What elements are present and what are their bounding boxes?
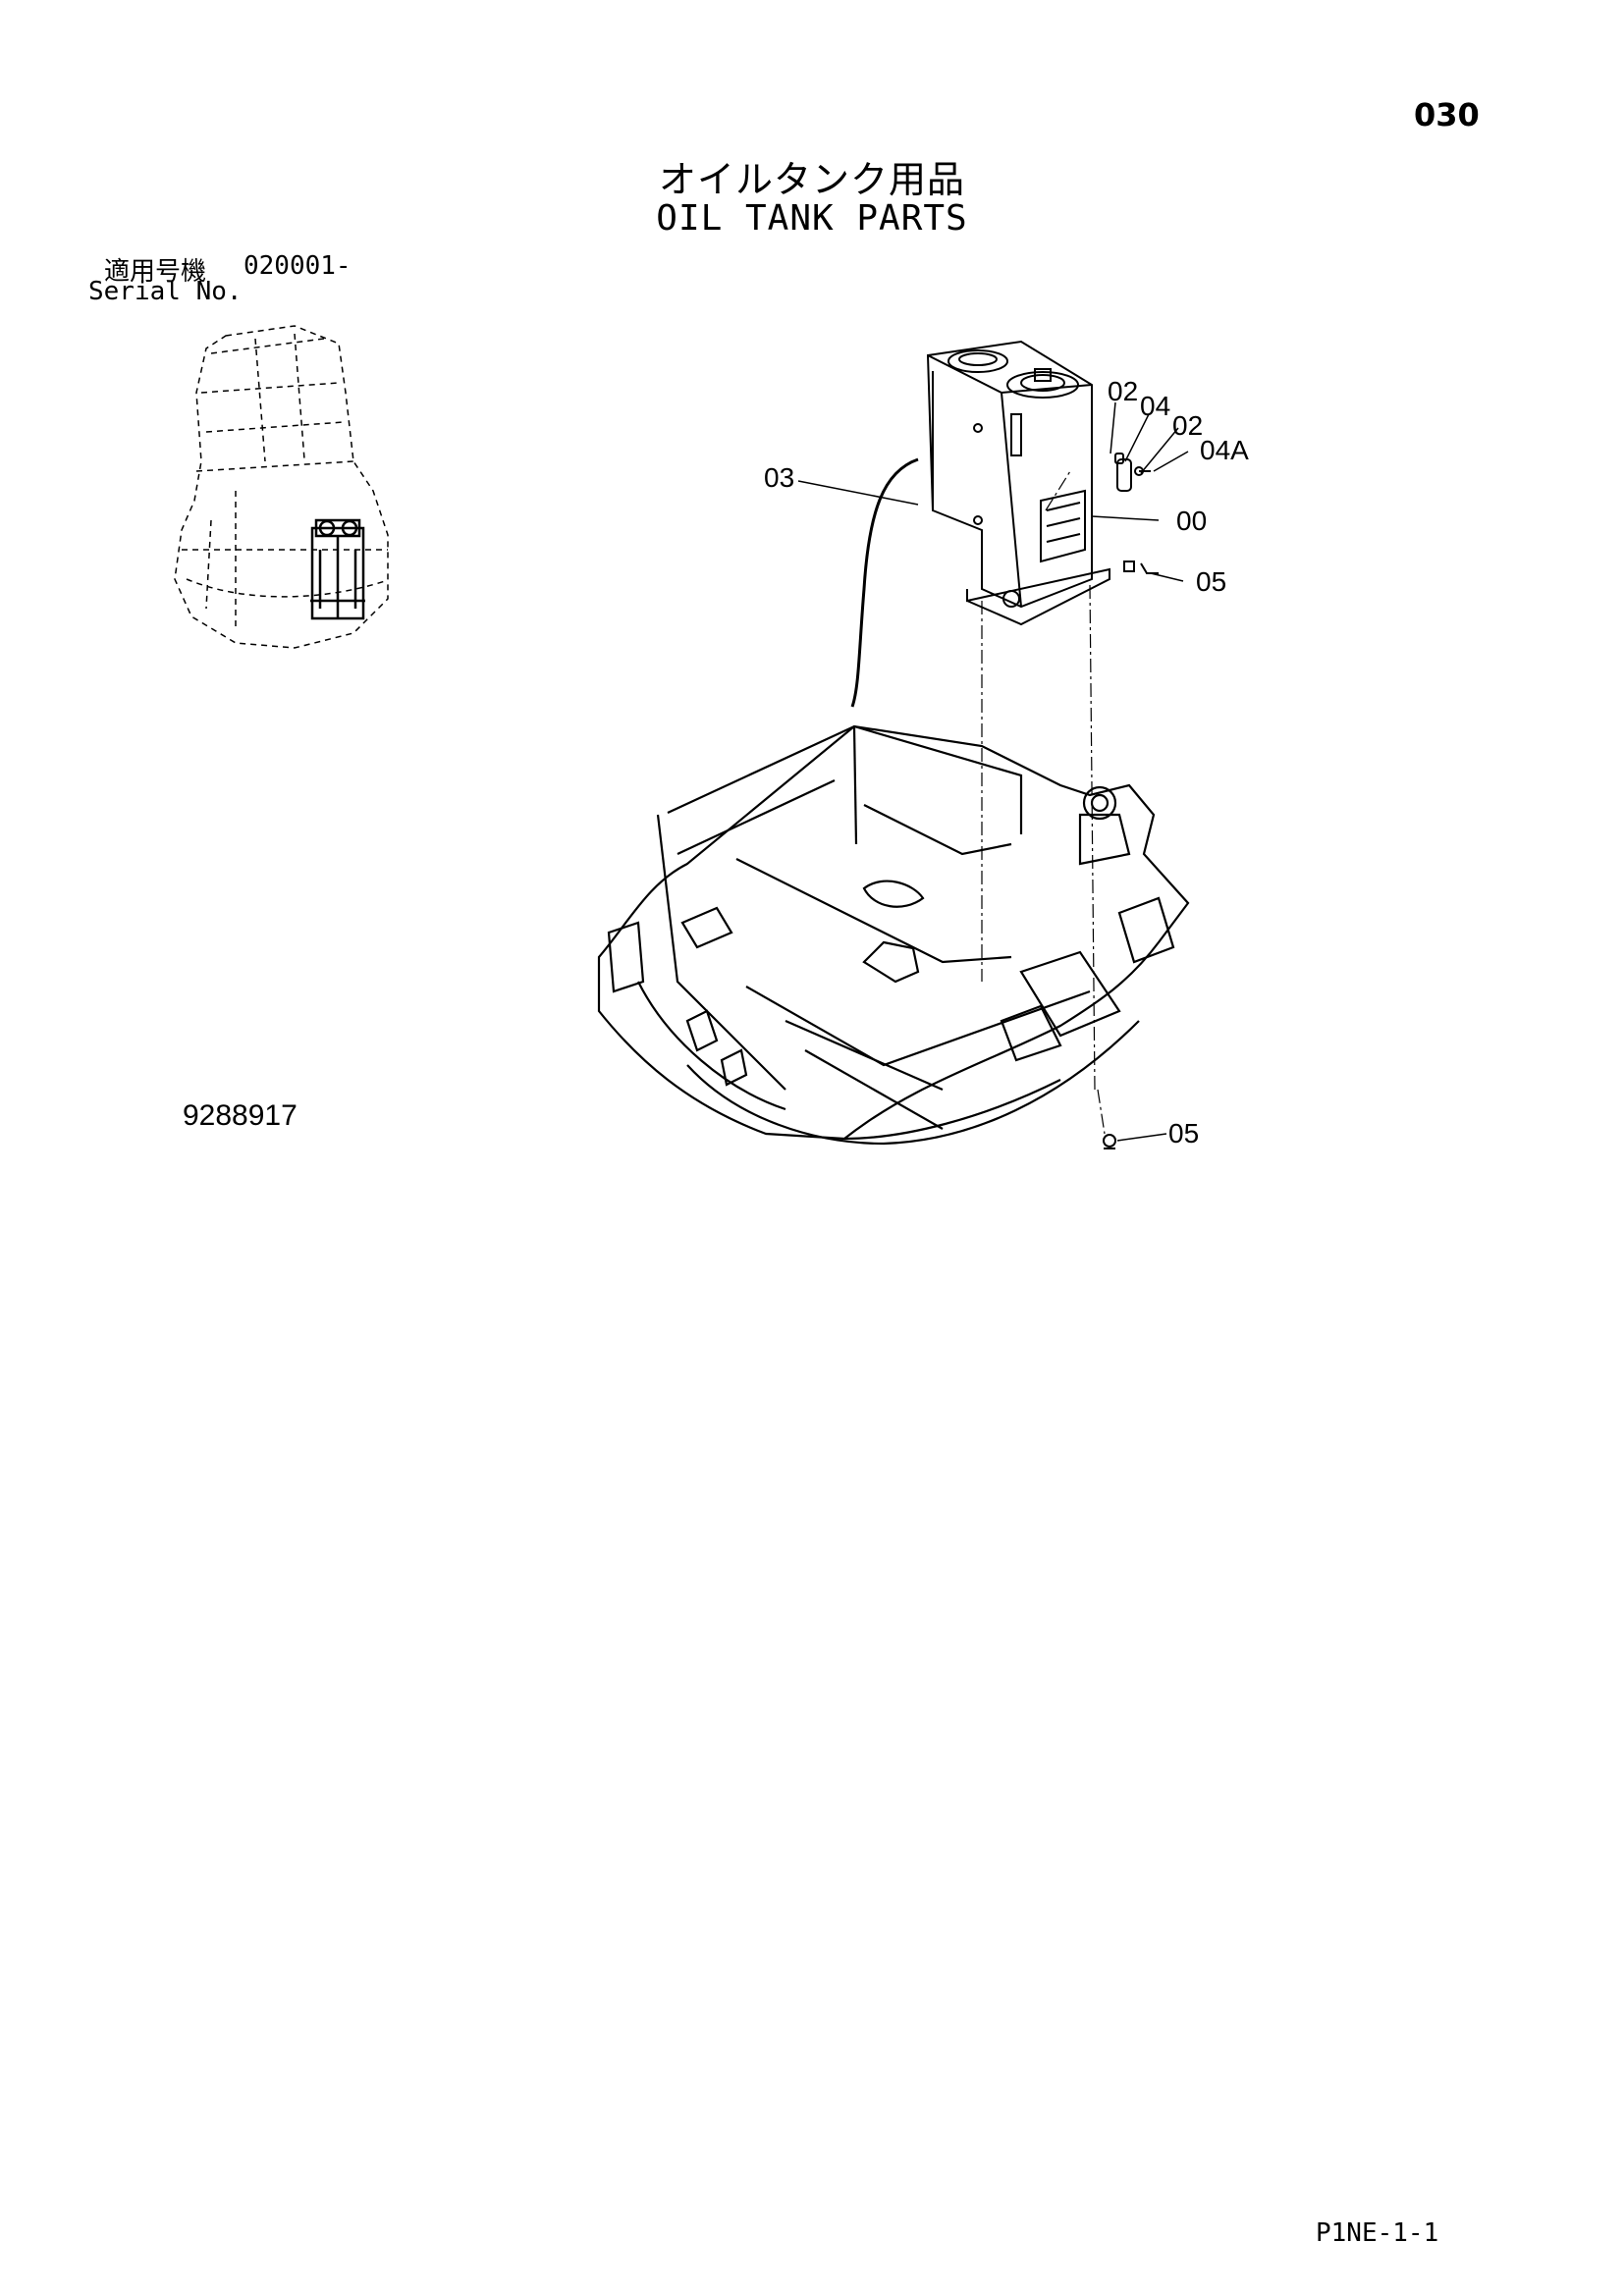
callout-04: 04 bbox=[1140, 391, 1170, 421]
callout-02-lower: 02 bbox=[1172, 410, 1203, 441]
callout-03: 03 bbox=[764, 462, 794, 493]
upper-frame bbox=[597, 724, 1190, 1146]
serial-number-value: 020001- bbox=[244, 251, 352, 281]
callout-05-upper: 05 bbox=[1196, 566, 1226, 597]
callout-00: 00 bbox=[1176, 506, 1207, 536]
serial-label-english: Serial No. bbox=[88, 277, 243, 306]
level-gauge-rod bbox=[850, 457, 919, 708]
callout-04a: 04A bbox=[1200, 435, 1249, 465]
callout-05-lower: 05 bbox=[1168, 1118, 1199, 1148]
page-title-english: OIL TANK PARTS bbox=[656, 198, 968, 239]
reference-code: P1NE-1-1 bbox=[1316, 2218, 1439, 2248]
callout-02-upper: 02 bbox=[1108, 376, 1138, 406]
hardware-parts bbox=[1103, 453, 1159, 1149]
locator-thumbnail bbox=[174, 325, 389, 649]
page-title-japanese: オイルタンク用品 bbox=[658, 158, 965, 201]
page-number: 030 bbox=[1414, 96, 1480, 133]
leader-lines bbox=[797, 401, 1189, 1142]
projection-lines bbox=[981, 470, 1106, 1135]
locator-highlighted-tank bbox=[310, 518, 365, 620]
serial-label-japanese: 適用号機 bbox=[104, 257, 207, 287]
oil-tank bbox=[926, 340, 1110, 626]
illustration-number: 9288917 bbox=[183, 1099, 298, 1132]
